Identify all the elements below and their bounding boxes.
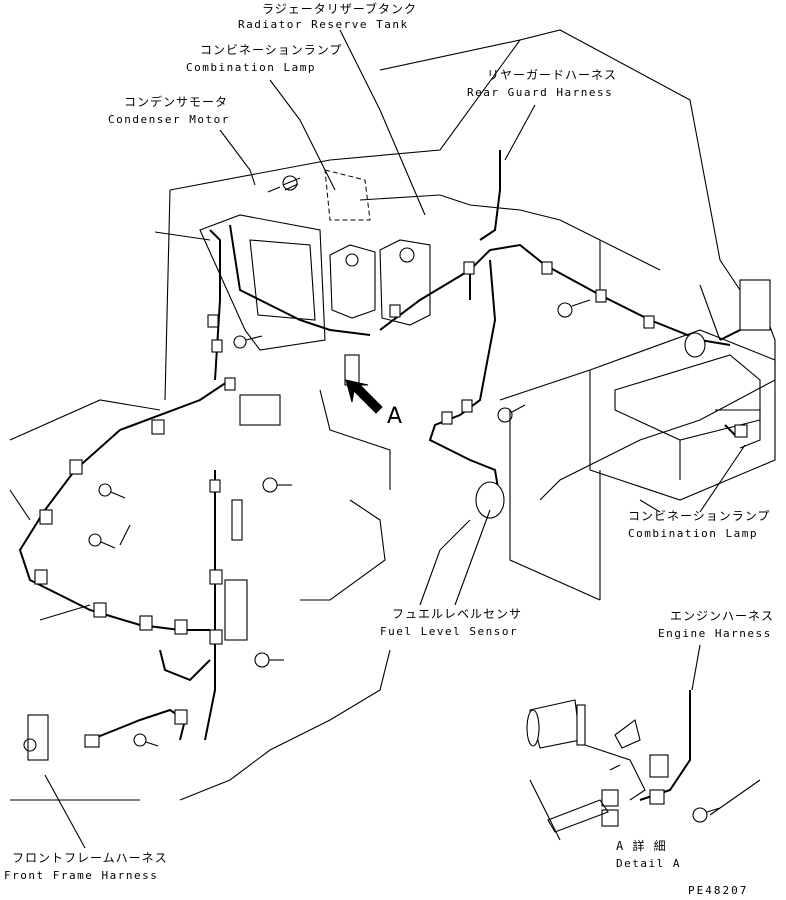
- front-frame-harness-jp: フロントフレームハーネス: [12, 851, 168, 865]
- engine-harness-jp: エンジンハーネス: [670, 609, 775, 623]
- radiator-reserve-tank-label: ラジェータリザーブタンク Radiator Reserve Tank: [238, 2, 418, 30]
- detail-a-inset: [526, 699, 669, 833]
- combination-lamp-right-en: Combination Lamp: [628, 527, 758, 540]
- rear-guard-harness-label: リヤーガードハーネス Rear Guard Harness: [467, 68, 618, 98]
- combination-lamp-right-label: コンビネーションランプ Combination Lamp: [628, 510, 770, 539]
- condenser-motor-label: コンデンサモータ Condenser Motor: [108, 95, 230, 125]
- detail-a-jp: A 詳 細: [616, 839, 667, 853]
- detail-a-en: Detail A: [616, 857, 681, 870]
- combination-lamp-top-en: Combination Lamp: [186, 61, 316, 74]
- combination-lamp-top-label: コンビネーションランプ Combination Lamp: [186, 43, 343, 73]
- radiator-reserve-tank-jp: ラジェータリザーブタンク: [262, 2, 418, 16]
- components: [23, 175, 771, 823]
- view-arrow-icon: [345, 379, 383, 414]
- machine-body: [9, 29, 776, 801]
- fuel-level-sensor-jp: フュエルレベルセンサ: [392, 607, 523, 621]
- fuel-level-sensor-en: Fuel Level Sensor: [380, 625, 519, 638]
- part-code: PE48207: [688, 884, 749, 897]
- condenser-motor-en: Condenser Motor: [108, 113, 230, 126]
- rear-guard-harness-jp: リヤーガードハーネス: [487, 68, 618, 82]
- leader-lines: [9, 29, 761, 849]
- front-frame-harness-en: Front Frame Harness: [4, 869, 159, 882]
- front-frame-harness-label: フロントフレームハーネス Front Frame Harness: [4, 851, 168, 881]
- radiator-reserve-tank-en: Radiator Reserve Tank: [238, 18, 409, 31]
- harness-routing: [18, 150, 761, 801]
- engine-harness-en: Engine Harness: [658, 627, 772, 640]
- combination-lamp-top-jp: コンビネーションランプ: [200, 43, 343, 57]
- combination-lamp-right-jp: コンビネーションランプ: [628, 509, 771, 523]
- detail-a-label: A 詳 細 Detail A: [616, 840, 681, 869]
- condenser-motor-jp: コンデンサモータ: [124, 95, 229, 109]
- engine-harness-label: エンジンハーネス Engine Harness: [658, 609, 775, 639]
- view-marker: A: [387, 404, 403, 429]
- rear-guard-harness-en: Rear Guard Harness: [467, 86, 614, 99]
- fuel-level-sensor-label: フュエルレベルセンサ Fuel Level Sensor: [380, 607, 523, 637]
